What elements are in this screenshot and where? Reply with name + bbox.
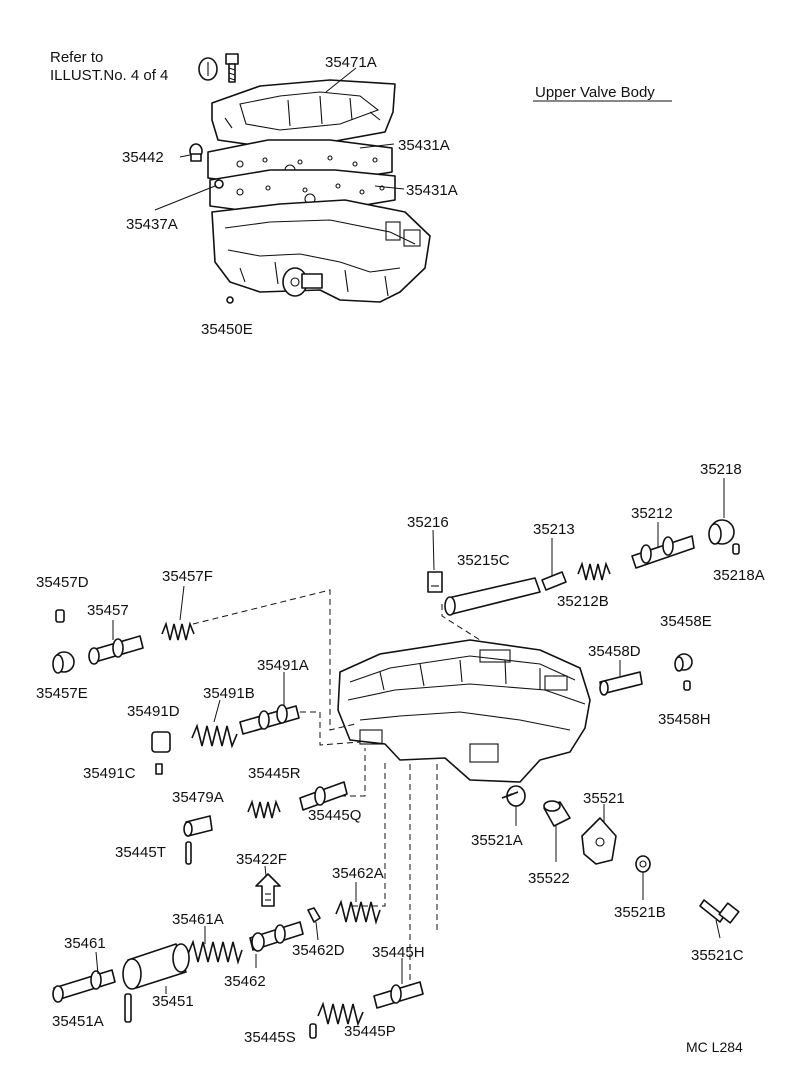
label-35445H: 35445H [372,944,425,961]
spring-35521A [501,791,519,799]
label-35431A-1: 35431A [398,137,450,154]
cam-plate-35521 [581,817,617,865]
bolt-icon [225,53,239,83]
upper-valve-body [211,199,431,303]
washer-35521B [635,855,651,873]
plug-35213 [541,571,567,591]
label-35457E: 35457E [36,685,88,702]
plug-35457E [52,651,75,674]
valve-35445Q [299,781,348,811]
label-35445P: 35445P [344,1023,396,1040]
label-35479A: 35479A [172,789,224,806]
label-35521: 35521 [583,790,625,807]
label-35218A: 35218A [713,567,765,584]
label-35451A: 35451A [52,1013,104,1030]
plug-35491D [151,731,171,753]
plug-35442 [189,143,203,162]
label-35445R: 35445R [248,765,301,782]
plug-35458E [674,653,693,672]
valve-35212 [631,535,695,569]
label-35521C: 35521C [691,947,744,964]
label-35458E: 35458E [660,613,712,630]
label-35457: 35457 [87,602,129,619]
label-35451: 35451 [152,993,194,1010]
label-35458D: 35458D [588,643,641,660]
retainer-clip-35216 [427,571,443,593]
label-35213: 35213 [533,521,575,538]
label-35212: 35212 [631,505,673,522]
spring-35445P [317,1001,364,1027]
label-35445S: 35445S [244,1029,296,1046]
lower-valve-body [337,639,591,783]
label-35491C: 35491C [83,765,136,782]
valve-35461 [52,969,116,1003]
sleeve-35215C [444,577,541,616]
label-35462A: 35462A [332,865,384,882]
spring-35491B [191,723,238,749]
label-35457F: 35457F [162,568,213,585]
spring-35461A [187,939,243,965]
label-35522: 35522 [528,870,570,887]
label-35491B: 35491B [203,685,255,702]
label-35437A: 35437A [126,216,178,233]
pin-35451A [124,993,132,1023]
spring-35462A [335,899,381,925]
clip-35462D [307,907,321,923]
label-35521A: 35521A [471,832,523,849]
label-35461A: 35461A [172,911,224,928]
spring-35445R [247,799,281,819]
spring-35457F [161,621,195,641]
refer-text-line1: Refer to [50,49,103,66]
label-35462D: 35462D [292,942,345,959]
label-35215C: 35215C [457,552,510,569]
diagram-code: MC L284 [686,1039,743,1055]
label-35491D: 35491D [127,703,180,720]
refer-text-line2: ILLUST.No. 4 of 4 [50,67,168,84]
valve-35458D [599,671,643,696]
label-35457D: 35457D [36,574,89,591]
pin-35457D [55,609,65,623]
label-35461: 35461 [64,935,106,952]
pin-35445T [185,841,192,865]
bolt-35521C [699,899,740,924]
pin-35445S [309,1023,317,1039]
label-35491A: 35491A [257,657,309,674]
diagram-title: Upper Valve Body [535,84,655,101]
roller-35522 [543,800,571,827]
label-35458H: 35458H [658,711,711,728]
valve-35462 [249,921,304,952]
spring-35212B [577,561,611,581]
check-ball-35450E [226,296,234,304]
pin-35218A [732,543,740,555]
label-35450E: 35450E [201,321,253,338]
label-35462: 35462 [224,973,266,990]
plug-35479A [183,815,213,837]
label-35216: 35216 [407,514,449,531]
label-35445T: 35445T [115,844,166,861]
label-35471A: 35471A [325,54,377,71]
reference-one-icon [198,57,218,81]
label-35422F: 35422F [236,851,287,868]
valve-35445H [373,981,424,1009]
check-ball-35437A [214,179,224,189]
pin-35458H [683,680,691,691]
label-35431A-2: 35431A [406,182,458,199]
valve-plug-knob [282,267,323,297]
cover-plate [211,79,396,147]
valve-35491A [239,704,300,735]
sleeve-35451 [122,943,190,990]
label-35521B: 35521B [614,904,666,921]
clip-35491C [155,763,163,775]
label-35212B: 35212B [557,593,609,610]
label-35218: 35218 [700,461,742,478]
label-35445Q: 35445Q [308,807,361,824]
valve-35457 [88,635,144,665]
plug-35218 [708,519,735,545]
filter-35422F [255,873,281,907]
label-35442: 35442 [122,149,164,166]
